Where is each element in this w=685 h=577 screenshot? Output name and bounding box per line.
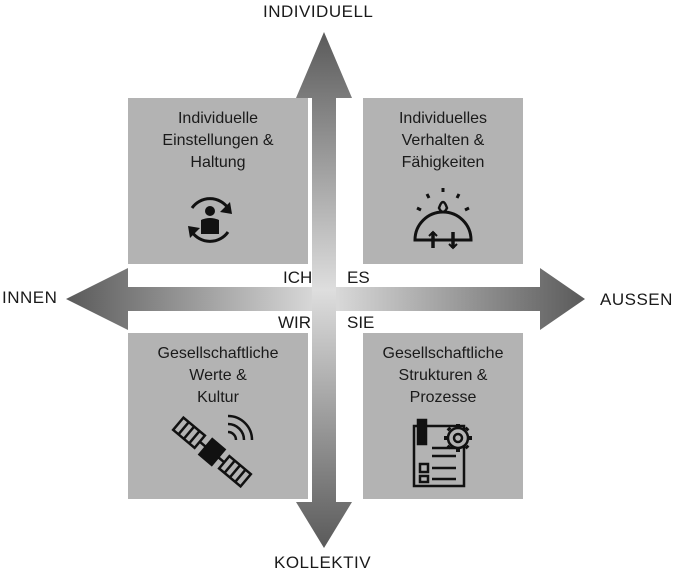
quadrant-individual-behavior: Individuelles Verhalten & Fähigkeiten bbox=[363, 98, 523, 264]
axis-label-top: INDIVIDUELL bbox=[263, 2, 374, 21]
center-label-es: ES bbox=[347, 268, 370, 287]
quadrant-title: Gesellschaftliche Werte & Kultur bbox=[157, 345, 279, 406]
skills-gauge-icon bbox=[413, 188, 473, 250]
quadrant-individual-attitude: Individuelle Einstellungen & Haltung bbox=[128, 98, 308, 264]
quadrant-collective-culture: Gesellschaftliche Werte & Kultur bbox=[128, 333, 308, 499]
signal-waves-icon bbox=[227, 414, 254, 441]
satellite-icon bbox=[171, 415, 253, 489]
axis-label-right: AUSSEN bbox=[600, 290, 673, 309]
quadrant-title: Individuelle Einstellungen & Haltung bbox=[162, 110, 274, 171]
quadrant-title: Individuelles Verhalten & Fähigkeiten bbox=[398, 110, 488, 171]
axis-label-bottom: KOLLEKTIV bbox=[274, 553, 372, 572]
vertical-axis-arrow bbox=[296, 32, 352, 548]
person-cycle-icon bbox=[188, 197, 232, 243]
quadrant-collective-structures: Gesellschaftliche Strukturen & Prozesse bbox=[363, 333, 523, 499]
quadrant-title: Gesellschaftliche Strukturen & Prozesse bbox=[382, 345, 504, 406]
process-document-gear-icon bbox=[412, 418, 472, 488]
center-label-ich: ICH bbox=[283, 268, 313, 287]
center-label-sie: SIE bbox=[347, 313, 375, 332]
axis-label-left: INNEN bbox=[2, 288, 58, 307]
center-label-wir: WIR bbox=[278, 313, 312, 332]
